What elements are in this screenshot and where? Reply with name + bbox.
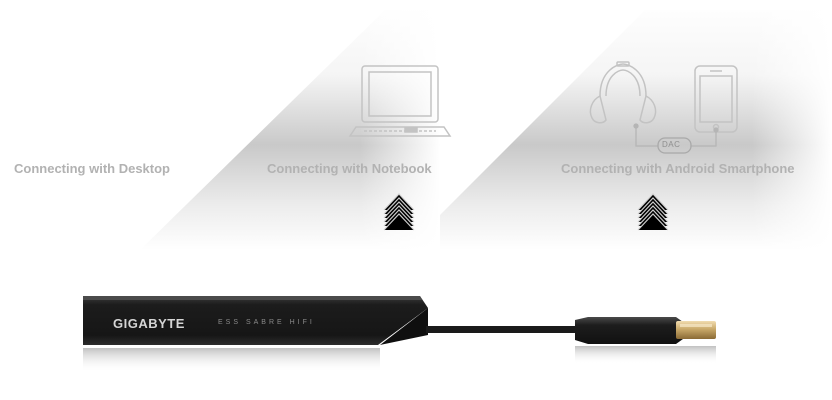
smartphone-icon [694,65,738,133]
dac-connection-lines [633,123,719,154]
smartphone-caption: Connecting with Android Smartphone [561,161,795,176]
headphones-icon [589,61,657,124]
brand-logo: GIGABYTE [113,316,185,331]
device-reflection [83,346,716,372]
usb-dac-product [83,296,716,372]
smartphone-arrow-icon [637,193,669,231]
usb-dac-body [83,296,428,345]
smartphone-panel-fade [752,0,832,250]
series-label: ESS SABRE HIFI [218,319,315,326]
notebook-caption: Connecting with Notebook [267,161,432,176]
usb-plug [575,317,716,344]
notebook-arrow-icon [383,193,415,231]
usb-cable [426,326,575,333]
desktop-caption: Connecting with Desktop [14,161,170,176]
notebook-icon [348,65,452,137]
dac-label: DAC [662,140,681,149]
